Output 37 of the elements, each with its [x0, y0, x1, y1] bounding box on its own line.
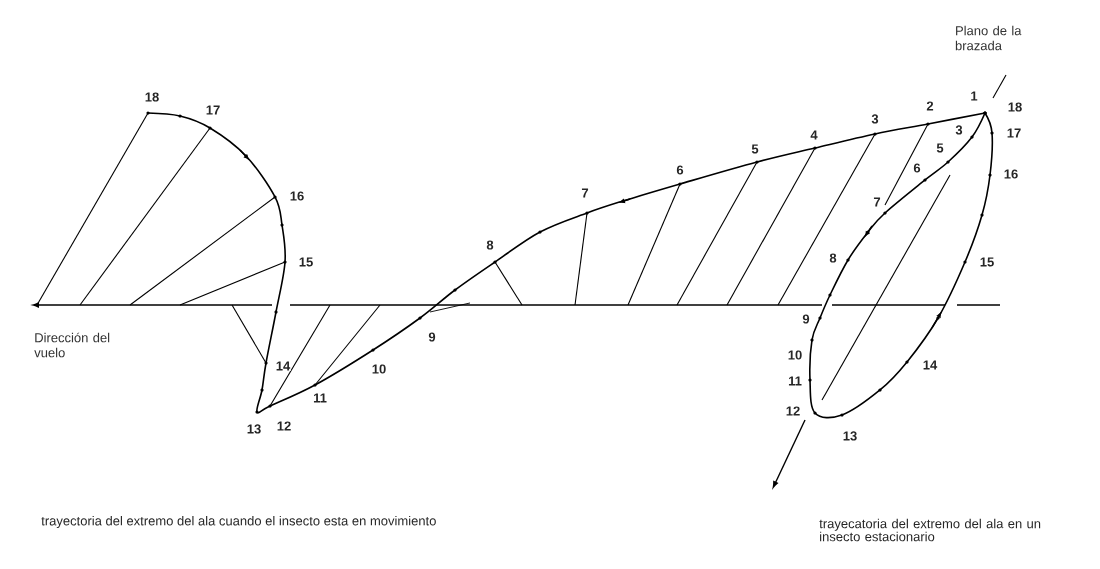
caption-text: trayectoria del extremo del ala cuando el insecto esta en movimiento — [41, 515, 436, 529]
point-number: 4 — [809, 130, 819, 140]
annotation: Plano de la brazada — [955, 25, 1022, 51]
point-number: 10 — [787, 349, 803, 361]
point-number: 11 — [787, 376, 803, 386]
caption-text: trayecatoria del extremo del ala en un insecto estacionario — [819, 518, 1041, 542]
point-number: 10 — [371, 363, 387, 375]
point-number: 3 — [870, 113, 880, 125]
point-number: 14 — [275, 361, 291, 371]
point-number: 13 — [246, 423, 262, 435]
point-number: 1 — [969, 91, 979, 101]
point-number: 13 — [842, 430, 858, 442]
axis-label: Dirección del vuelo — [34, 332, 110, 358]
point-number: 9 — [801, 313, 811, 325]
point-number: 8 — [485, 239, 495, 251]
point-number: 12 — [276, 420, 292, 431]
point-number: 6 — [912, 162, 922, 174]
point-number: 15 — [979, 256, 995, 267]
point-number: 2 — [925, 100, 935, 112]
point-number: 5 — [750, 143, 760, 154]
point-number: 7 — [872, 197, 882, 207]
point-number: 16 — [289, 190, 305, 202]
point-number: 7 — [580, 188, 590, 198]
point-number: 12 — [785, 405, 801, 416]
point-number: 11 — [312, 393, 328, 403]
point-number: 17 — [205, 105, 221, 115]
point-number: 8 — [828, 252, 838, 264]
point-number: 15 — [298, 256, 314, 267]
point-number: 18 — [144, 91, 160, 103]
point-number: 16 — [1003, 168, 1019, 180]
point-number: 18 — [1007, 101, 1023, 113]
point-number: 14 — [922, 360, 938, 370]
point-number: 9 — [427, 331, 437, 343]
point-number: 3 — [954, 124, 964, 136]
point-number: 5 — [935, 142, 945, 153]
point-number: 6 — [675, 164, 685, 176]
point-number: 17 — [1006, 128, 1022, 138]
